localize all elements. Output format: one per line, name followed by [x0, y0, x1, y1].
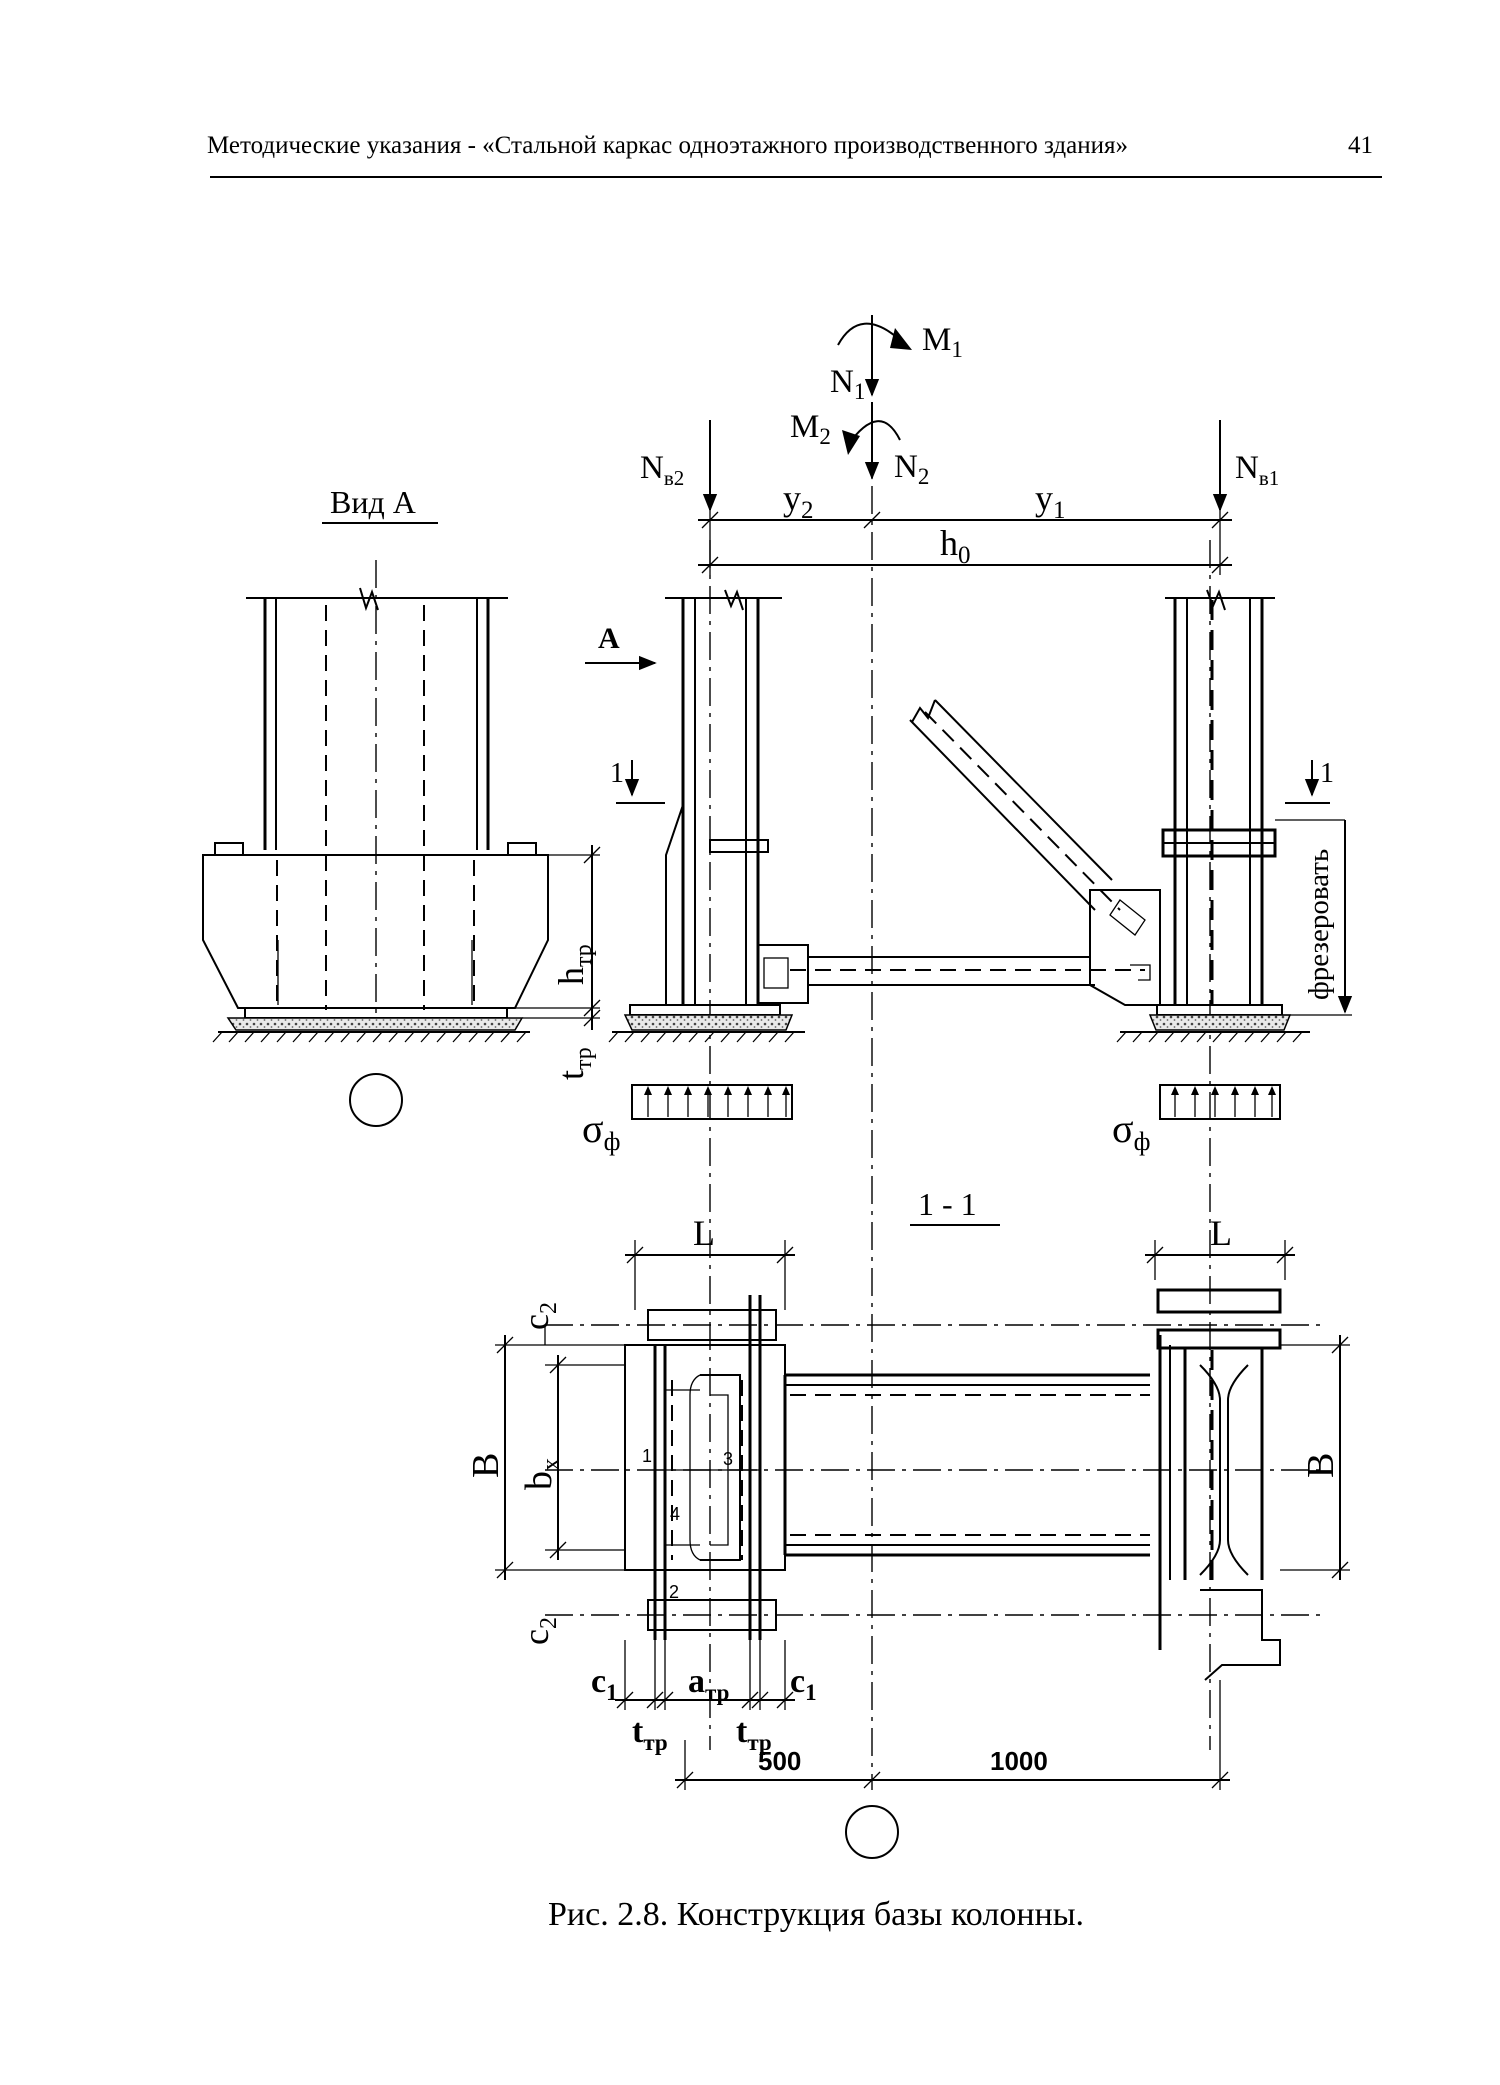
force-nb2: Nв2 [640, 450, 684, 490]
dim-y2: y2 [783, 478, 814, 524]
dim-h0: h0 [940, 523, 971, 569]
dim-ttr-bottom-2: tтр [736, 1713, 772, 1755]
figure-caption: Рис. 2.8. Конструкция базы колонны. [548, 1896, 1084, 1933]
axis-marker-top [349, 1073, 403, 1127]
plan-left-column-shape [700, 1374, 741, 1561]
brace-break-mark [911, 699, 936, 723]
view-a-grout [226, 1017, 524, 1031]
force-nb1: Nв1 [1235, 450, 1279, 490]
page-number: 41 [1348, 132, 1373, 159]
page-header: Методические указания - «Стальной каркас… [207, 132, 1382, 178]
forces-top: M1 N1 M2 N2 Nв2 Nв1 [640, 315, 1279, 512]
moment-m2-arrowhead [842, 430, 860, 455]
left-strut-plate [757, 944, 809, 1004]
part-4: 4 [670, 1504, 680, 1524]
view-a-anchor-plate-right [507, 842, 537, 856]
left-traverse-rib [665, 804, 684, 1005]
view-a-anchor-plate-left [214, 842, 244, 856]
right-base-plate [1156, 1004, 1283, 1016]
brace-gusset [1089, 889, 1161, 1006]
left-stiffener [709, 839, 769, 853]
section-title: 1 - 1 [918, 1186, 977, 1222]
dim-ttr-left: tтр [551, 1047, 597, 1080]
plan-left-anchor-top [647, 1309, 777, 1341]
sigma-right: σф [1112, 1106, 1150, 1156]
axis-lines [709, 440, 1211, 1790]
dim-1000: 1000 [990, 1746, 1048, 1776]
dim-c2-bottom: c2 [516, 1617, 562, 1645]
dim-L-right: L [1210, 1213, 1232, 1253]
right-pressure-diagram [1159, 1084, 1281, 1120]
left-base-plate [629, 1004, 781, 1016]
dim-B-right: B [1300, 1453, 1342, 1478]
brace-lower-edge [909, 719, 1096, 911]
part-1: 1 [642, 1446, 652, 1466]
section-1-1: 1 - 1 L L 1 2 [465, 1186, 1350, 1859]
brace-upper-edge [934, 699, 1113, 881]
moment-m1-arrowhead [890, 328, 912, 350]
force-m1: M1 [922, 322, 963, 362]
view-a-arrow-label: А [598, 622, 620, 655]
view-a: Вид А hтр tтр [202, 484, 601, 1127]
dim-y1: y1 [1035, 478, 1066, 524]
part-3: 3 [723, 1449, 733, 1469]
plan-right-anchor-bottom [1200, 1589, 1281, 1681]
section-mark-left: 1 [610, 758, 624, 789]
moment-m1-arc [837, 322, 901, 346]
dim-500: 500 [758, 1746, 801, 1776]
dim-ttr-bottom-1: tтр [632, 1713, 668, 1755]
dim-c1-right: c1 [790, 1663, 817, 1705]
part-2: 2 [669, 1582, 679, 1602]
view-a-title: Вид А [330, 484, 416, 520]
plan-left-anchor-bottom [647, 1599, 777, 1631]
dim-bx: bx [518, 1458, 565, 1490]
dim-L-left: L [693, 1213, 715, 1253]
dim-c1-left: c1 [591, 1663, 618, 1705]
header-title: Методические указания - «Стальной каркас… [207, 132, 1128, 159]
left-pressure-diagram [631, 1084, 793, 1120]
top-dimensions: y2 y1 h0 [698, 478, 1232, 575]
dim-c2-top: c2 [516, 1302, 562, 1330]
force-n2: N2 [894, 449, 929, 489]
force-n1: N1 [830, 364, 865, 404]
section-mark-right: 1 [1320, 758, 1334, 789]
mill-note: фрезеровать [1303, 849, 1335, 1000]
elevation: А 1 σф [582, 589, 1353, 1156]
plan-right-anchor-top [1156, 1288, 1282, 1314]
view-a-break-mark [359, 587, 379, 612]
dim-atr: aтр [688, 1663, 729, 1705]
dim-htr: hтр [551, 944, 597, 985]
force-m2: M2 [790, 409, 831, 449]
sigma-left: σф [582, 1106, 620, 1156]
dim-B-left: B [465, 1453, 507, 1478]
axis-marker-bottom [845, 1805, 899, 1859]
